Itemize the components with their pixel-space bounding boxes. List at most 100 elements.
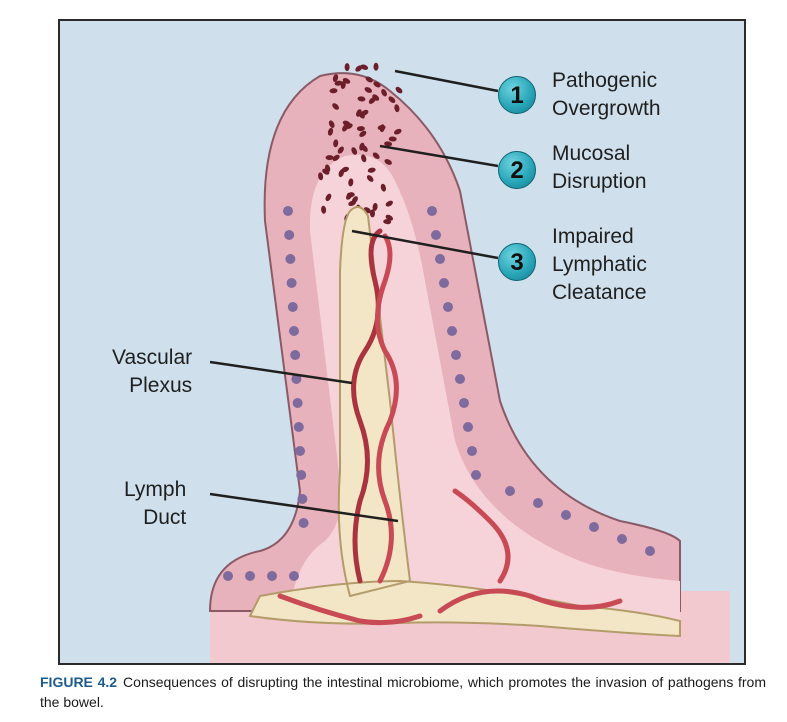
bacterium	[385, 214, 394, 221]
bacterium	[325, 155, 334, 161]
bacterium	[373, 62, 379, 71]
bacterium	[329, 88, 338, 94]
bacterium	[351, 147, 358, 155]
cell-nucleus	[427, 206, 437, 216]
bacterium	[361, 145, 368, 152]
bacterium	[359, 130, 367, 138]
caption-text: Consequences of disrupting the intestina…	[40, 674, 766, 710]
bacterium	[340, 81, 346, 89]
cell-nucleus	[295, 446, 305, 456]
cell-nucleus	[292, 398, 303, 408]
cell-nucleus	[293, 422, 304, 432]
cell-nucleus	[617, 534, 627, 544]
callout-number-1: 1	[498, 76, 536, 114]
bacterium	[355, 65, 363, 72]
villus-figure: 1 Pathogenic Overgrowth 2 Mucosal Disrup…	[58, 19, 746, 665]
bacterium	[366, 175, 374, 182]
bacterium	[373, 81, 381, 88]
cell-nucleus	[533, 498, 543, 508]
bacterium	[344, 63, 350, 72]
cell-nucleus	[245, 571, 255, 581]
bacterium	[372, 202, 378, 211]
cell-nucleus	[284, 230, 295, 240]
cell-nucleus	[297, 494, 308, 504]
bacterium	[327, 127, 334, 136]
bacterium	[365, 76, 373, 83]
cell-nucleus	[431, 230, 441, 240]
bacterium	[325, 193, 332, 202]
bacterium	[333, 139, 339, 148]
bacterium	[318, 172, 324, 181]
callout-number-2: 2	[498, 151, 536, 189]
bacterium	[384, 159, 392, 165]
bacterium	[322, 168, 330, 175]
bacterium	[342, 124, 349, 132]
cell-nucleus	[561, 510, 571, 520]
bacterium	[383, 219, 392, 225]
bacterium	[372, 152, 380, 159]
bacterium	[360, 64, 369, 70]
bacterium	[380, 183, 387, 192]
bacterium	[346, 192, 355, 198]
cell-nucleus	[286, 278, 297, 288]
figure-number: FIGURE 4.2	[40, 674, 118, 690]
cell-nucleus	[290, 350, 301, 360]
bacterium	[370, 209, 375, 218]
bacterium	[332, 154, 340, 162]
bacterium	[332, 103, 339, 110]
cell-nucleus	[467, 446, 477, 456]
cell-nucleus	[455, 374, 465, 384]
bacterium	[356, 126, 365, 132]
bacterium	[337, 146, 344, 154]
callout-label-impaired-lymphatic-cleatance: Impaired Lymphatic Cleatance	[552, 225, 647, 304]
cell-nucleus	[645, 546, 655, 556]
bacterium	[361, 154, 367, 163]
bacterium	[388, 136, 397, 142]
bacterium	[328, 120, 335, 128]
cell-nucleus	[447, 326, 457, 336]
cell-nucleus	[505, 486, 515, 496]
vascular-plexus	[277, 228, 623, 626]
bacterium	[321, 205, 327, 214]
bacterium	[394, 128, 402, 135]
cell-nucleus	[435, 254, 445, 264]
callout-leaders	[209, 69, 499, 523]
cell-nucleus	[283, 206, 293, 216]
label-vascular-plexus: Vascular Plexus	[112, 346, 193, 397]
bacterium	[377, 125, 386, 131]
callout-number-3: 3	[498, 243, 536, 281]
cell-nucleus	[289, 326, 299, 336]
bacterium	[348, 178, 354, 187]
bacterium	[357, 96, 366, 102]
bacterium	[381, 88, 387, 97]
bacterium	[338, 169, 344, 178]
villus-illustration	[208, 62, 730, 663]
cell-nucleus	[443, 302, 453, 312]
cell-nucleus	[267, 571, 277, 581]
callout-label-pathogenic-overgrowth: Pathogenic Overgrowth	[552, 69, 661, 120]
callout-label-mucosal-disruption: Mucosal Disruption	[552, 142, 647, 193]
cell-nucleus	[223, 571, 233, 581]
cell-nucleus	[285, 254, 296, 264]
cell-nucleus	[296, 470, 307, 480]
cell-nucleus	[459, 398, 469, 408]
bacterium	[385, 200, 393, 207]
cell-nucleus	[471, 470, 481, 480]
cell-nucleus	[439, 278, 449, 288]
bacterium	[332, 74, 339, 83]
cell-nucleus	[291, 374, 302, 384]
bacterium	[384, 141, 393, 147]
cell-nucleus	[589, 522, 599, 532]
bacterium	[394, 104, 400, 113]
bacterium	[395, 86, 403, 94]
bacterium	[358, 111, 365, 119]
bacterium	[334, 80, 343, 86]
cell-nucleus	[463, 422, 473, 432]
bacterium	[367, 167, 376, 173]
cell-nucleus	[451, 350, 461, 360]
bacterium	[372, 94, 380, 101]
cell-nucleus	[298, 518, 309, 528]
bacterium	[348, 200, 356, 207]
epithelial-cells	[223, 206, 655, 581]
